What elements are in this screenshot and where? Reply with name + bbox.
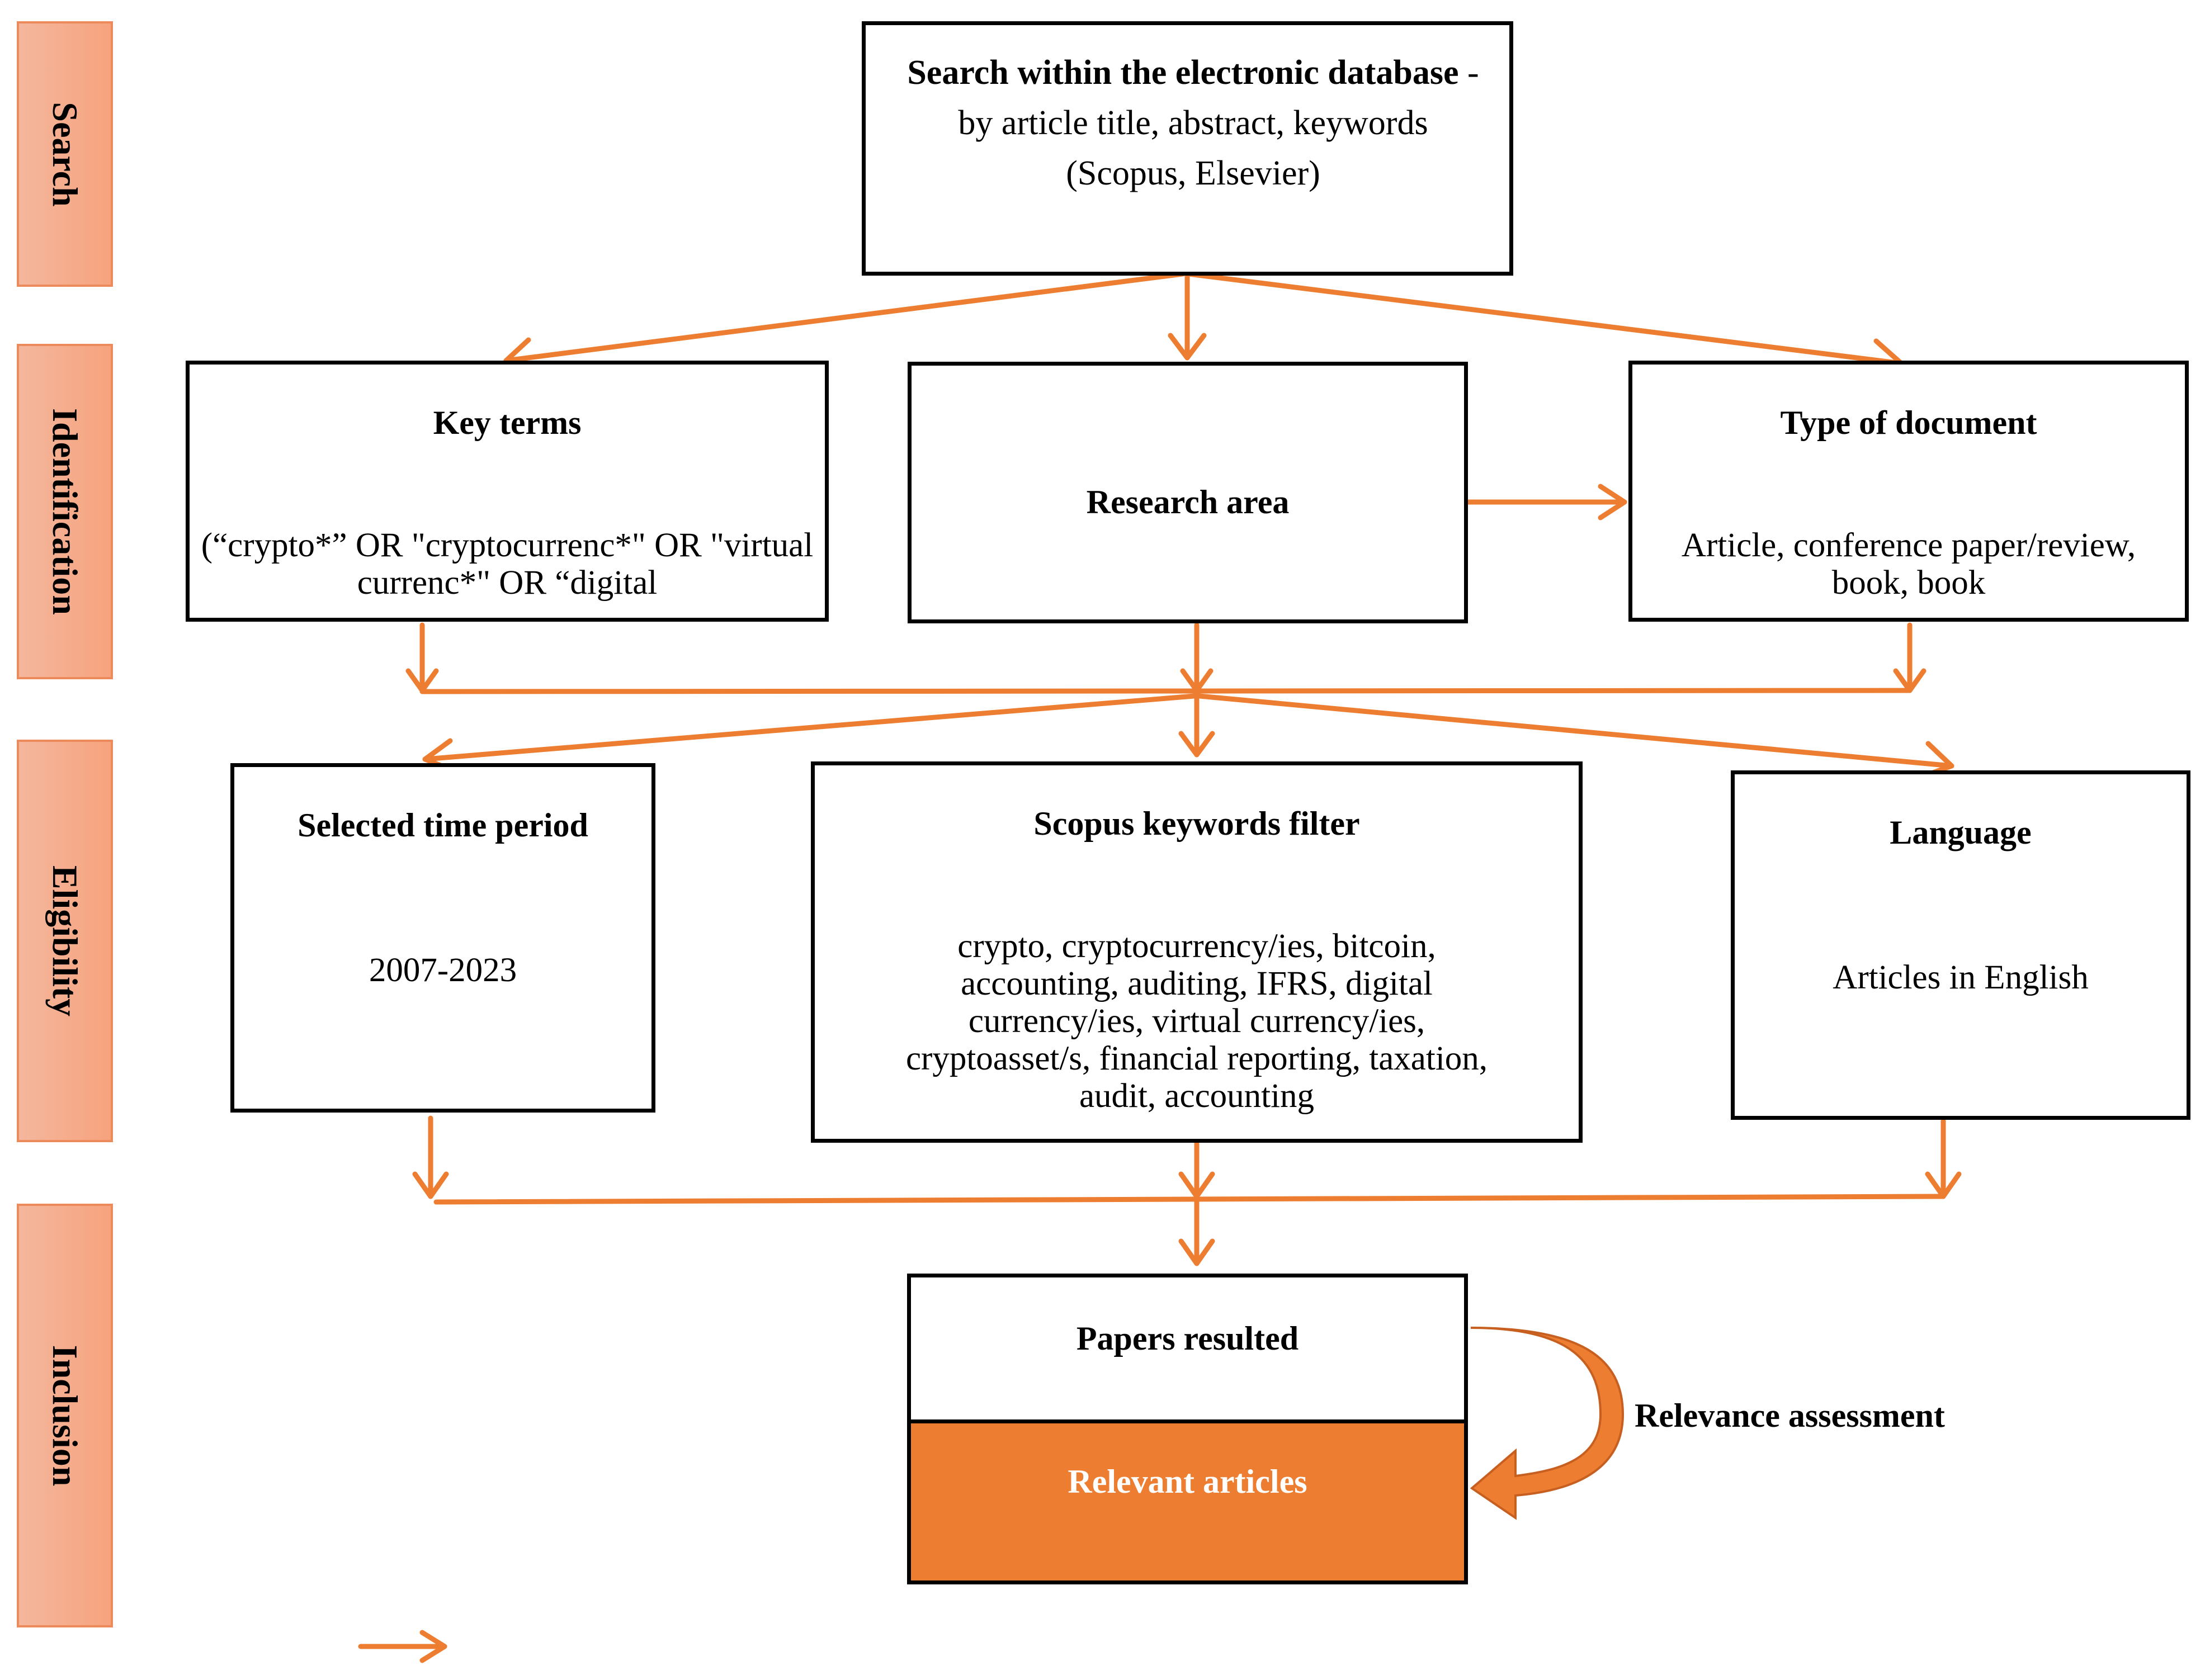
search-box-rest: - by article title, abstract, keywords (… <box>958 54 1479 192</box>
time-period-title: Selected time period <box>298 807 588 844</box>
phase-inclusion: Inclusion <box>17 1204 113 1627</box>
key-terms-title: Key terms <box>433 404 582 441</box>
phase-identification: Identification <box>17 344 113 679</box>
keywords-filter-box: Scopus keywords filter crypto, cryptocur… <box>811 761 1583 1143</box>
search-database-box: Search within the electronic database - … <box>862 21 1513 276</box>
key-terms-text: (“crypto*” OR "cryptocurrenc*" OR "virtu… <box>201 527 814 602</box>
keywords-filter-title: Scopus keywords filter <box>1033 805 1360 842</box>
document-type-box: Type of document Article, conference pap… <box>1628 361 2189 622</box>
phase-eligibility: Eligibility <box>17 740 113 1142</box>
key-terms-box: Key terms (“crypto*” OR "cryptocurrenc*"… <box>186 361 829 622</box>
phase-search: Search <box>17 21 113 287</box>
time-period-box: Selected time period 2007-2023 <box>230 763 655 1113</box>
search-box-text: Search within the electronic database - … <box>899 48 1487 198</box>
research-area-title: Research area <box>1086 484 1290 520</box>
time-period-text: 2007-2023 <box>369 952 517 989</box>
relevant-articles-title: Relevant articles <box>1068 1463 1307 1500</box>
search-box-bold: Search within the electronic database <box>907 54 1459 92</box>
research-area-box: Research area <box>908 362 1468 623</box>
relevant-articles-box: Relevant articles <box>907 1419 1468 1584</box>
relevance-assessment-label: Relevance assessment <box>1635 1397 1945 1434</box>
language-title: Language <box>1890 814 2032 851</box>
keywords-filter-text: crypto, cryptocurrency/ies, bitcoin, acc… <box>905 927 1488 1115</box>
papers-resulted-title: Papers resulted <box>1076 1320 1299 1357</box>
document-type-title: Type of document <box>1780 404 2037 441</box>
language-box: Language Articles in English <box>1731 770 2190 1120</box>
papers-resulted-box: Papers resulted <box>907 1274 1468 1423</box>
language-text: Articles in English <box>1833 959 2089 996</box>
document-type-text: Article, conference paper/review, book, … <box>1681 527 2136 602</box>
